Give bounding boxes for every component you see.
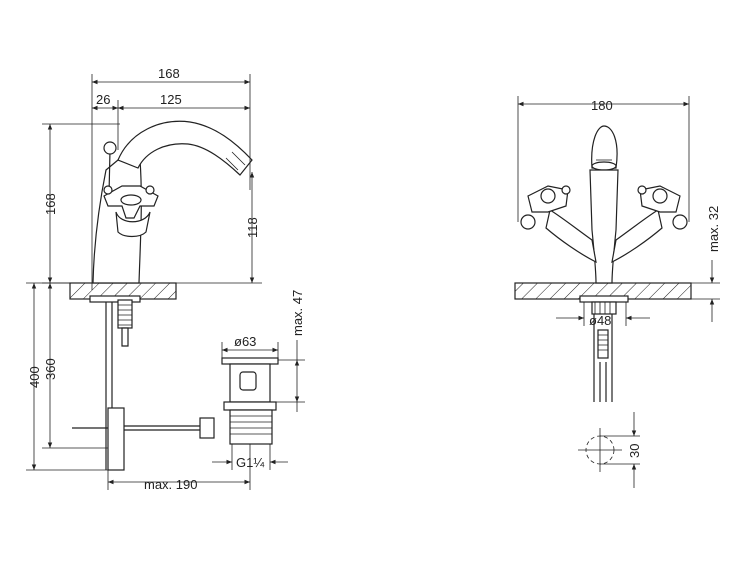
front-underside bbox=[591, 301, 617, 402]
dim-total-height: 168 bbox=[43, 193, 58, 215]
front-view: 180 max. 32 ø48 30 bbox=[514, 96, 721, 488]
dim-rod-400: 400 bbox=[27, 366, 42, 388]
dim-width: 180 bbox=[591, 98, 613, 113]
dim-handle-offset: 26 bbox=[96, 92, 110, 107]
side-view: 168 26 125 168 118 400 360 ø63 bbox=[26, 66, 305, 492]
dim-spout-height: 118 bbox=[245, 217, 260, 238]
side-pop-up-waste bbox=[199, 357, 279, 445]
dim-hole-size: 30 bbox=[627, 444, 642, 458]
front-faucet-body bbox=[520, 125, 688, 303]
dim-base-diameter: ø48 bbox=[589, 313, 611, 328]
dim-total-reach: 168 bbox=[158, 66, 180, 81]
dim-spout-reach: 125 bbox=[160, 92, 182, 107]
dim-pull-rod-length: max. 190 bbox=[144, 477, 197, 492]
dim-deck-thickness: max. 32 bbox=[706, 206, 721, 252]
dim-waste-height: max. 47 bbox=[290, 290, 305, 336]
side-faucet-body bbox=[89, 120, 253, 303]
dim-waste-diameter: ø63 bbox=[234, 334, 256, 349]
dim-rod-360: 360 bbox=[43, 358, 58, 380]
mounting-hole-detail: 30 bbox=[578, 412, 642, 488]
side-underside bbox=[72, 299, 200, 471]
